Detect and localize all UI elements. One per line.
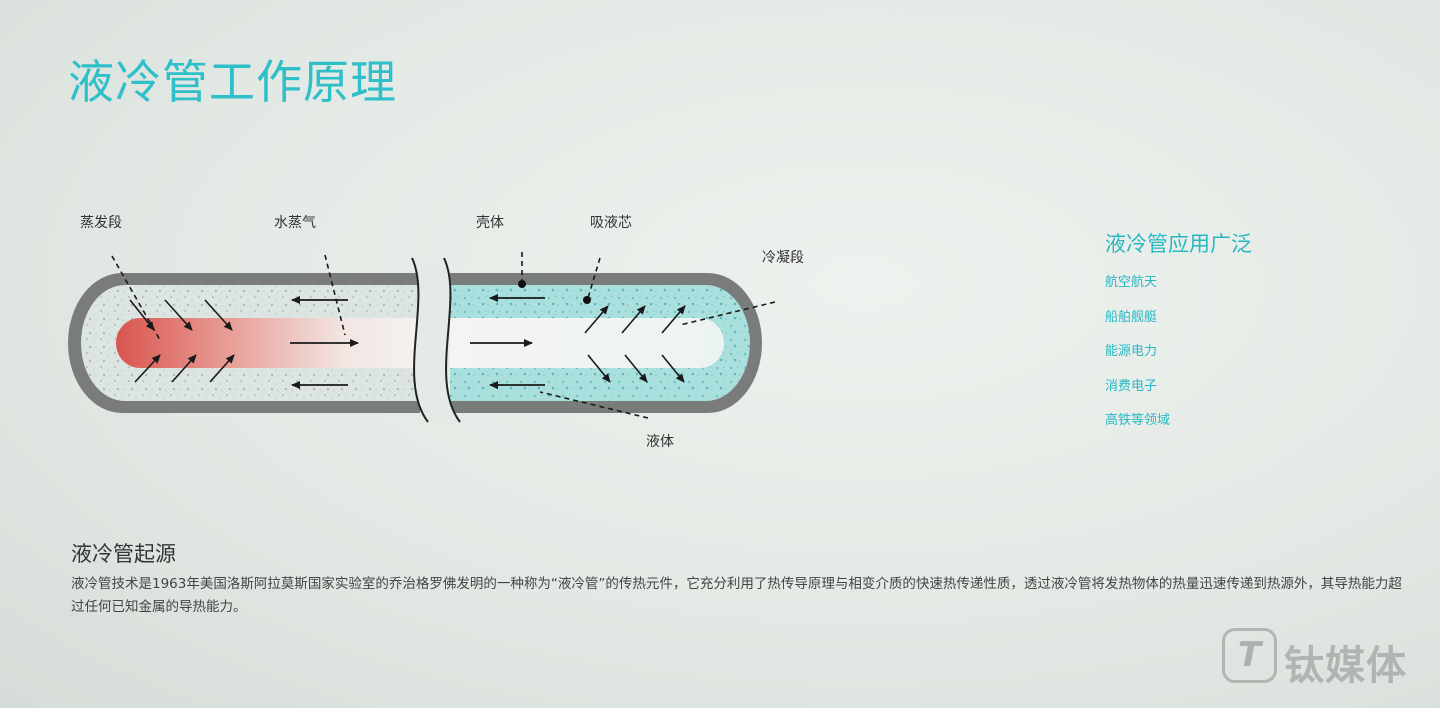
condensation-arrows	[584, 305, 686, 383]
leader-lines	[111, 252, 776, 419]
shell-pointer-dot	[518, 280, 526, 288]
label-evaporation-section: 蒸发段	[80, 215, 122, 231]
pipe-break-gap	[412, 258, 460, 422]
application-item: 船舶舰艇	[1105, 309, 1158, 325]
logo-letter: T	[1237, 635, 1262, 675]
application-item: 消费电子	[1105, 378, 1158, 394]
pipe-left-segment	[68, 273, 420, 413]
tmtpost-watermark: T 钛媒体	[1222, 628, 1417, 689]
applications-title: 液冷管应用广泛	[1105, 232, 1252, 256]
vapor-core-left	[116, 318, 420, 368]
application-item: 高铁等领域	[1105, 413, 1171, 428]
application-item: 能源电力	[1105, 344, 1158, 359]
applications-panel: 液冷管应用广泛 航空航天 船舶舰艇 能源电力 消费电子 高铁等领域	[1105, 228, 1252, 445]
break-line-right	[443, 257, 461, 423]
watermark-brand: 钛媒体	[1284, 643, 1407, 689]
break-line-left	[411, 257, 429, 423]
application-item: 航空航天	[1105, 275, 1158, 290]
label-shell: 壳体	[476, 215, 504, 231]
vapor-core-right	[450, 318, 724, 368]
evaporation-arrows	[129, 299, 235, 383]
label-condensation-section: 冷凝段	[762, 250, 804, 266]
liquid-return-arrows	[291, 294, 545, 389]
page-title: 液冷管工作原理	[68, 55, 397, 109]
label-water-vapor: 水蒸气	[274, 215, 316, 231]
label-liquid: 液体	[646, 434, 674, 450]
origin-title: 液冷管起源	[71, 542, 176, 566]
wick-pointer-dot	[583, 296, 591, 304]
label-wick: 吸液芯	[590, 215, 632, 231]
origin-paragraph: 液冷管技术是1963年美国洛斯阿拉莫斯国家实验室的乔治格罗佛发明的一种称为“液冷…	[71, 576, 1402, 615]
tmtpost-logo-icon: T	[1222, 628, 1277, 683]
